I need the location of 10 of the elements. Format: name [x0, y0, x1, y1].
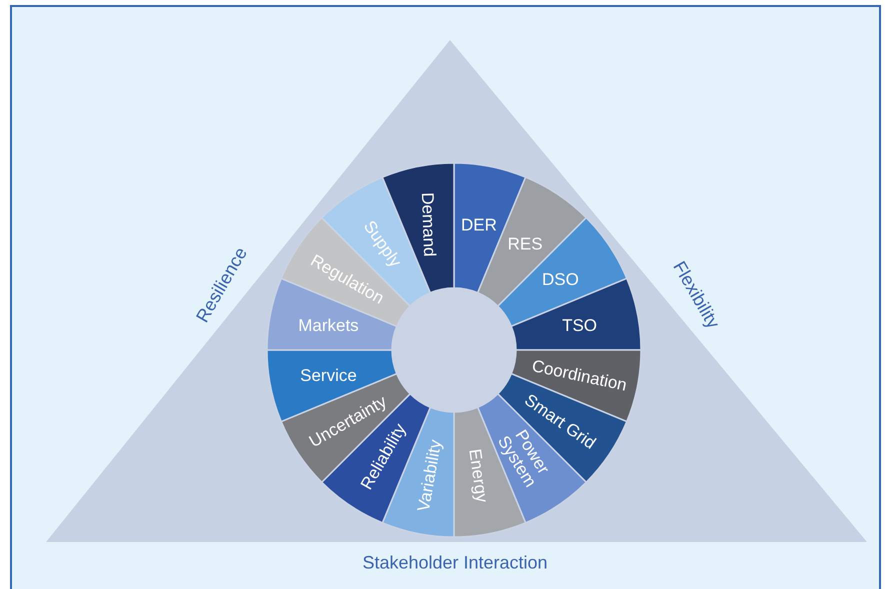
segment-label: RES: [508, 234, 543, 254]
segment-label: Variability: [414, 438, 446, 513]
segment-label: DSO: [542, 270, 579, 289]
base-label: Stakeholder Interaction: [362, 552, 548, 574]
segment-label: Demand: [418, 192, 440, 257]
segment-label: Service: [300, 366, 357, 385]
segment-label: TSO: [562, 316, 598, 336]
segment-label: Markets: [298, 316, 359, 336]
segment-label: Energy: [465, 448, 492, 504]
segment-label: DER: [461, 215, 497, 234]
